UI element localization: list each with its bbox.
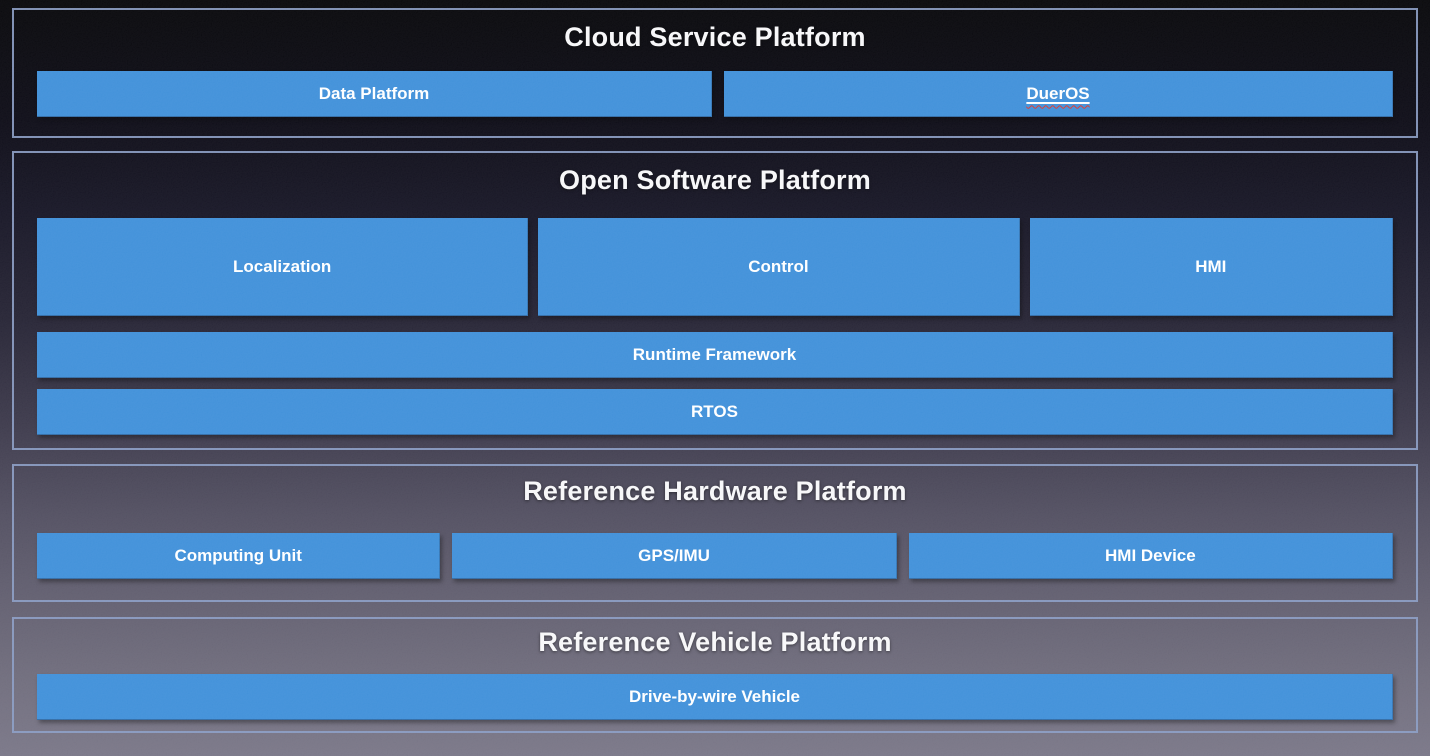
section-title-reference-vehicle-platform: Reference Vehicle Platform — [538, 627, 892, 657]
box-hmi-device-label: HMI Device — [1105, 545, 1196, 565]
box-runtime-framework: Runtime Framework — [37, 332, 1393, 378]
box-drive-by-wire-vehicle: Drive-by-wire Vehicle — [37, 674, 1393, 720]
box-gps-imu-label: GPS/IMU — [638, 545, 710, 565]
platform-stack: Cloud Service Platform Data Platform Due… — [12, 0, 1418, 733]
cloud-boxes-row: Data Platform DuerOS — [37, 71, 1393, 117]
section-title-reference-hardware-platform: Reference Hardware Platform — [523, 476, 907, 506]
hardware-boxes-row: Computing Unit GPS/IMU HMI Device — [37, 533, 1393, 579]
section-cloud-service-platform: Cloud Service Platform Data Platform Due… — [12, 8, 1418, 138]
box-control-label: Control — [748, 256, 809, 276]
box-localization-label: Localization — [233, 256, 332, 276]
box-computing-unit: Computing Unit — [37, 533, 441, 579]
box-hmi: HMI — [1029, 218, 1393, 316]
box-drive-by-wire-vehicle-label: Drive-by-wire Vehicle — [628, 686, 801, 706]
section-title-cloud-service-platform: Cloud Service Platform — [564, 22, 866, 52]
box-localization: Localization — [37, 218, 529, 316]
box-dueros-label: DuerOS — [1026, 84, 1089, 104]
box-hmi-label: HMI — [1195, 256, 1227, 276]
box-rtos-label: RTOS — [691, 401, 738, 421]
box-data-platform: Data Platform — [37, 71, 712, 117]
box-rtos: RTOS — [37, 389, 1393, 435]
box-control: Control — [538, 218, 1020, 316]
box-runtime-framework-label: Runtime Framework — [632, 344, 797, 364]
box-data-platform-label: Data Platform — [318, 83, 430, 103]
box-dueros-label-text: DuerOS — [1026, 83, 1090, 103]
section-reference-hardware-platform: Reference Hardware Platform Computing Un… — [12, 464, 1418, 602]
box-dueros: DuerOS — [724, 71, 1393, 117]
box-computing-unit-label: Computing Unit — [174, 545, 302, 565]
box-hmi-device: HMI Device — [908, 533, 1393, 579]
box-gps-imu: GPS/IMU — [452, 533, 897, 579]
section-open-software-platform: Open Software Platform Localization Cont… — [12, 151, 1418, 450]
section-title-open-software-platform: Open Software Platform — [559, 165, 871, 195]
software-modules-row: Localization Control HMI — [37, 218, 1393, 316]
section-reference-vehicle-platform: Reference Vehicle Platform Drive-by-wire… — [12, 617, 1418, 733]
